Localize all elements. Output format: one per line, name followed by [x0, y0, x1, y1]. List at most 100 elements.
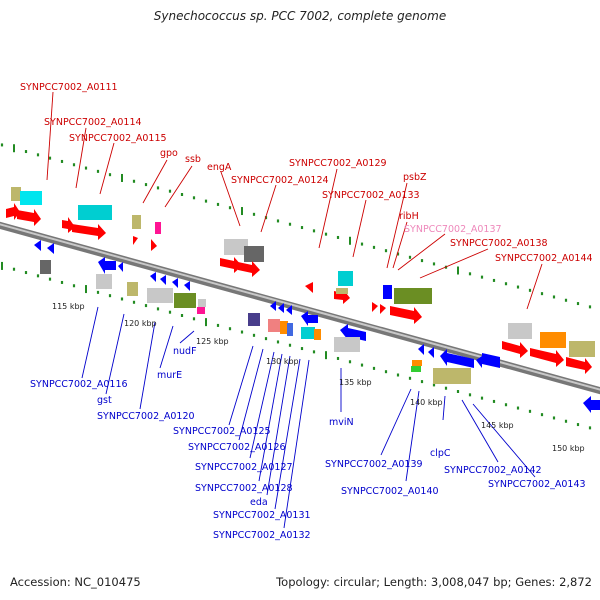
gene-arrow — [160, 275, 166, 285]
gene-box — [20, 191, 42, 205]
gene-label[interactable]: SYNPCC7002_A0143 — [488, 479, 586, 490]
leader-line — [139, 321, 156, 410]
gene-arrow — [133, 236, 138, 245]
gene-box — [197, 307, 205, 314]
gene-arrow — [150, 272, 156, 282]
gene-box — [287, 323, 293, 336]
gene-box — [224, 239, 248, 255]
gene-label[interactable]: ribH — [399, 211, 419, 222]
leader-line — [220, 171, 241, 227]
gene-label[interactable]: SYNPCC7002_A0120 — [97, 411, 195, 422]
leader-line — [283, 359, 310, 529]
gene-arrow — [72, 224, 106, 240]
gene-box — [569, 341, 595, 357]
gene-arrow — [305, 282, 313, 293]
gene-label[interactable]: gpo — [160, 148, 178, 159]
gene-label[interactable]: SYNPCC7002_A0114 — [44, 117, 142, 128]
gene-label[interactable]: SYNPCC7002_A0137 — [404, 224, 502, 235]
leader-line — [419, 248, 489, 279]
leader-line — [472, 403, 536, 478]
gene-label[interactable]: SYNPCC7002_A0138 — [450, 238, 548, 249]
leader-line — [461, 399, 499, 463]
gene-label[interactable]: eda — [250, 497, 268, 508]
gene-label[interactable]: SYNPCC7002_A0116 — [30, 379, 128, 390]
gene-label[interactable]: gst — [97, 395, 112, 406]
gene-label[interactable]: SYNPCC7002_A0128 — [195, 483, 293, 494]
gene-arrow — [118, 262, 123, 272]
gene-label[interactable]: SYNPCC7002_A0139 — [325, 459, 423, 470]
gene-label[interactable]: SYNPCC7002_A0125 — [173, 426, 271, 437]
gene-arrow — [34, 240, 41, 251]
gene-arrow — [380, 304, 386, 314]
kbp-label: 115 kbp — [52, 302, 85, 311]
gene-arrow — [47, 243, 54, 254]
gene-box — [334, 337, 360, 352]
gene-label[interactable]: SYNPCC7002_A0144 — [495, 253, 593, 264]
gene-label[interactable]: SYNPCC7002_A0127 — [195, 462, 293, 473]
gene-label[interactable]: murE — [157, 370, 182, 381]
gene-label[interactable]: clpC — [430, 448, 451, 459]
gene-label[interactable]: nudF — [173, 346, 197, 357]
leader-line — [318, 168, 338, 249]
gene-label[interactable]: SYNPCC7002_A0129 — [289, 158, 387, 169]
gene-box — [338, 271, 353, 286]
kbp-label: 145 kbp — [481, 421, 514, 430]
gene-box — [155, 222, 161, 234]
gene-arrow — [390, 306, 422, 324]
gene-label[interactable]: SYNPCC7002_A0140 — [341, 486, 439, 497]
kbp-label: 125 kbp — [196, 337, 229, 346]
gene-box — [508, 323, 532, 339]
leader-line — [142, 159, 168, 204]
gene-arrow — [270, 301, 276, 311]
bottom-gene-labels: SYNPCC7002_A0116 gst murE SYNPCC7002_A01… — [30, 346, 586, 541]
leader-line — [397, 233, 446, 271]
bottom-leader-lines — [81, 306, 536, 529]
leader-line — [274, 358, 301, 510]
gene-label[interactable]: SYNPCC7002_A0111 — [20, 82, 118, 93]
gene-arrow — [6, 203, 20, 220]
kbp-label: 135 kbp — [339, 378, 372, 387]
gene-label[interactable]: SYNPCC7002_A0132 — [213, 530, 311, 541]
gene-label[interactable]: SYNPCC7002_A0131 — [213, 510, 311, 521]
gene-label[interactable]: SYNPCC7002_A0142 — [444, 465, 542, 476]
gene-arrow — [418, 344, 424, 355]
gene-label[interactable]: SYNPCC7002_A0133 — [322, 190, 420, 201]
gene-arrow — [184, 281, 190, 291]
leader-line — [99, 142, 115, 195]
gene-arrow — [340, 324, 366, 341]
leader-line — [105, 313, 125, 395]
gene-box — [336, 288, 348, 294]
leader-line — [75, 127, 87, 189]
leader-line — [380, 388, 412, 456]
gene-label[interactable]: psbZ — [403, 172, 427, 183]
gene-label[interactable]: ssb — [185, 154, 201, 165]
leader-line — [405, 390, 420, 482]
gene-label[interactable]: SYNPCC7002_A0126 — [188, 442, 286, 453]
gene-arrow — [502, 341, 528, 358]
gene-arrow — [278, 303, 284, 313]
gene-box — [412, 360, 422, 366]
gene-box — [40, 260, 51, 274]
kbp-label: 130 kbp — [266, 357, 299, 366]
leader-line — [258, 353, 283, 482]
gene-arrow — [566, 357, 592, 374]
gene-box — [248, 313, 260, 326]
gene-arrow — [220, 257, 242, 273]
forward-genes — [6, 187, 595, 374]
leader-line — [352, 199, 367, 258]
gene-box — [383, 285, 392, 299]
gene-label[interactable]: SYNPCC7002_A0115 — [69, 133, 167, 144]
gene-label[interactable]: mviN — [329, 417, 354, 428]
topology-text: Topology: circular; Length: 3,008,047 bp… — [276, 575, 592, 589]
gene-box — [411, 366, 421, 372]
leader-line — [179, 330, 195, 344]
gene-box — [132, 215, 141, 229]
gene-box — [147, 288, 173, 303]
gene-label[interactable]: SYNPCC7002_A0124 — [231, 175, 329, 186]
gene-arrow — [17, 209, 41, 226]
gene-arrow — [98, 257, 116, 274]
gene-label[interactable]: engA — [207, 162, 232, 173]
kbp-label: 150 kbp — [552, 444, 585, 453]
genome-backbone-highlight — [0, 223, 600, 391]
